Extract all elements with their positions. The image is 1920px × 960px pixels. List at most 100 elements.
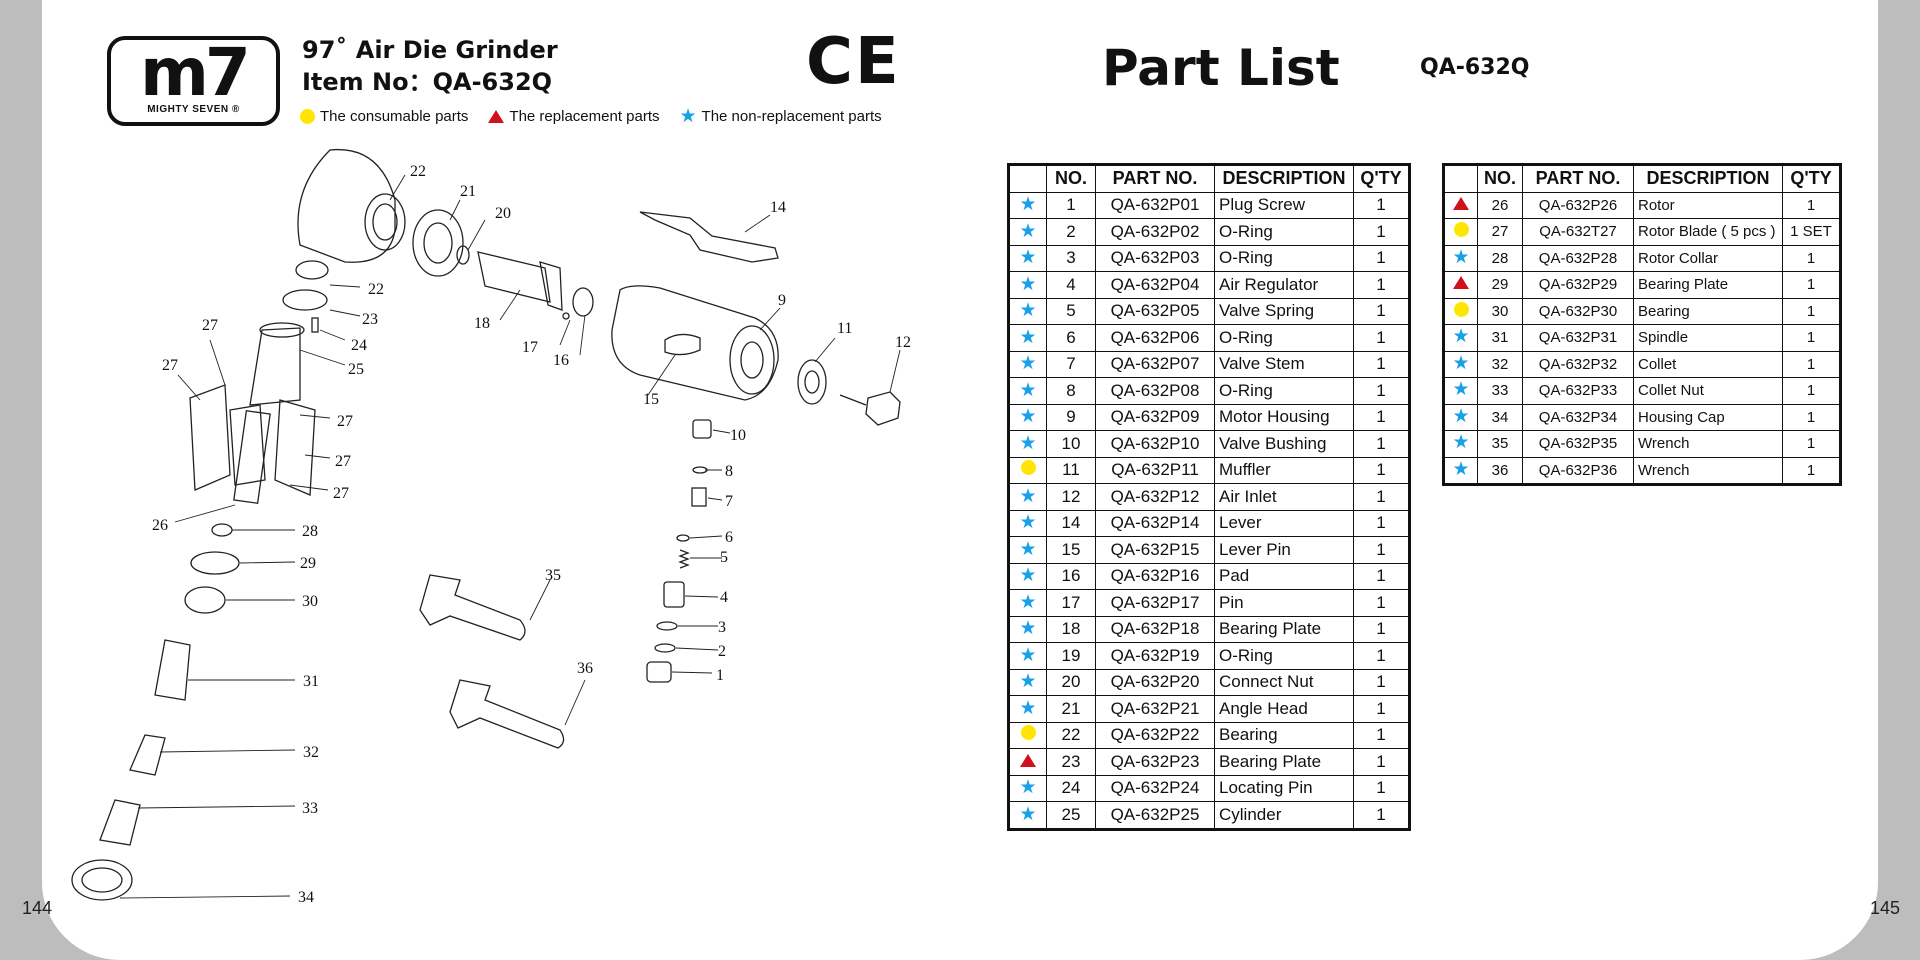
part-quantity: 1 [1353, 324, 1410, 352]
part-quantity: 1 [1782, 244, 1841, 272]
part-quantity: 1 [1353, 297, 1410, 325]
part-type-symbol: ★ [1008, 483, 1047, 511]
column-header-no: NO. [1477, 164, 1523, 193]
column-header-part-no: PART NO. [1095, 164, 1215, 193]
label-16: 16 [553, 352, 569, 369]
part-quantity: 1 [1353, 350, 1410, 378]
label-25: 25 [348, 361, 364, 378]
label-12: 12 [895, 334, 911, 351]
label-28: 28 [302, 523, 318, 540]
angle-head-thread [364, 193, 406, 251]
part-number-index: 19 [1046, 642, 1096, 670]
bearing-plate-29-part [190, 551, 240, 575]
part-description: Collet [1633, 350, 1783, 378]
part-quantity: 1 [1353, 430, 1410, 458]
label-18: 18 [474, 315, 490, 332]
part-type-symbol: ★ [1008, 324, 1047, 352]
part-description: Collet Nut [1633, 377, 1783, 405]
part-description: Cylinder [1214, 801, 1354, 830]
table-header-row: NO. PART NO. DESCRIPTION Q'TY [1443, 164, 1841, 193]
bearing-22-part [295, 260, 329, 280]
label-27b: 27 [162, 357, 178, 374]
part-number: QA-632P02 [1095, 218, 1215, 246]
label-27a: 27 [202, 317, 218, 334]
legend: The consumable parts The replacement par… [300, 106, 882, 127]
legend-replacement: The replacement parts [488, 108, 660, 125]
part-number-index: 28 [1477, 244, 1523, 272]
part-type-symbol: ★ [1008, 271, 1047, 299]
part-number-index: 12 [1046, 483, 1096, 511]
part-quantity: 1 [1353, 244, 1410, 272]
connect-nut-part [412, 209, 464, 277]
part-number: QA-632P33 [1522, 377, 1634, 405]
blue-star-icon: ★ [1452, 405, 1470, 427]
part-number-index: 33 [1477, 377, 1523, 405]
blue-star-icon: ★ [1019, 538, 1037, 560]
angle-head-bore [372, 203, 398, 241]
product-title: 97˚ Air Die Grinder Item No：QA-632Q [302, 34, 558, 98]
part-description: Air Inlet [1214, 483, 1354, 511]
symbol-column-header [1443, 164, 1478, 193]
column-header-part-no: PART NO. [1522, 164, 1634, 193]
part-number: QA-632P10 [1095, 430, 1215, 458]
part-description: Housing Cap [1633, 403, 1783, 431]
blue-star-icon: ★ [1019, 247, 1037, 269]
part-number: QA-632P29 [1522, 271, 1634, 299]
part-description: Bearing Plate [1633, 271, 1783, 299]
part-description: O-Ring [1214, 218, 1354, 246]
rotor-blade-left [189, 384, 231, 491]
part-number-index: 30 [1477, 297, 1523, 325]
part-quantity: 1 [1782, 350, 1841, 378]
yellow-circle-icon [1453, 301, 1469, 317]
red-triangle-icon [1453, 276, 1469, 290]
blue-star-icon: ★ [1019, 618, 1037, 640]
part-description: O-Ring [1214, 324, 1354, 352]
part-quantity: 1 [1353, 642, 1410, 670]
part-type-symbol: ★ [1443, 403, 1478, 431]
yellow-circle-icon [300, 109, 315, 124]
part-number: QA-632P35 [1522, 430, 1634, 458]
plug-screw-part [646, 661, 672, 683]
logo-subtext: MIGHTY SEVEN ® [147, 104, 240, 115]
lever-part [639, 211, 779, 263]
part-type-symbol [1443, 218, 1478, 246]
collet-nut-part [99, 799, 141, 846]
air-inlet-axis [839, 394, 867, 406]
blue-star-icon: ★ [1019, 194, 1037, 216]
part-number-index: 10 [1046, 430, 1096, 458]
label-9: 9 [778, 292, 786, 309]
bearing-30-part [184, 586, 226, 614]
lever-pin-slot [664, 333, 701, 356]
label-24: 24 [351, 337, 367, 354]
blue-star-icon: ★ [679, 106, 697, 127]
o-ring-2-part [654, 643, 676, 653]
pin-17-part [562, 312, 570, 320]
part-type-symbol: ★ [1008, 695, 1047, 723]
label-1: 1 [716, 667, 724, 684]
part-type-symbol: ★ [1008, 403, 1047, 431]
rotor-collar-part [211, 523, 233, 537]
pad-16-part [572, 287, 594, 317]
part-number-index: 18 [1046, 615, 1096, 643]
label-26: 26 [152, 517, 168, 534]
part-type-symbol: ★ [1443, 324, 1478, 352]
part-description: Muffler [1214, 456, 1354, 484]
part-type-symbol [1443, 297, 1478, 325]
blue-star-icon: ★ [1452, 379, 1470, 401]
label-22: 22 [368, 281, 384, 298]
part-description: Air Regulator [1214, 271, 1354, 299]
table-header-row: NO. PART NO. DESCRIPTION Q'TY [1008, 164, 1410, 193]
label-35: 35 [545, 567, 561, 584]
yellow-circle-icon [1020, 460, 1036, 476]
muffler-part [797, 359, 827, 405]
